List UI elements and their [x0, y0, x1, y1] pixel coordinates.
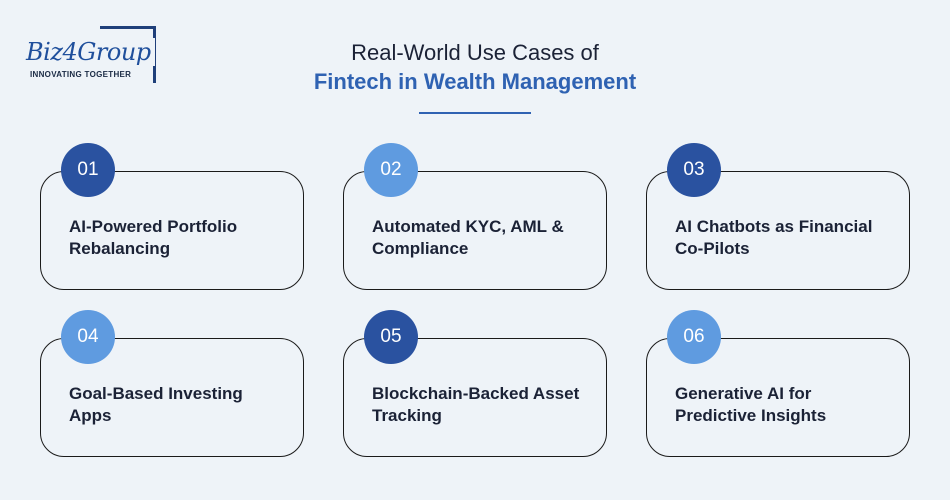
number-badge-5: 05 — [364, 310, 418, 364]
page-title-line2: Fintech in Wealth Management — [313, 69, 637, 94]
title-underline — [419, 112, 531, 114]
use-case-text: Blockchain-Backed Asset Tracking — [372, 384, 580, 425]
use-case-card-1: AI-Powered Portfolio Rebalancing — [40, 171, 304, 290]
number-badge-2: 02 — [364, 143, 418, 197]
use-case-text: Goal-Based Investing Apps — [69, 384, 243, 425]
use-case-text: AI-Powered Portfolio Rebalancing — [69, 217, 238, 258]
biz4group-logo: Biz4Group INNOVATING TOGETHER — [22, 26, 162, 86]
logo-name: Biz4Group — [26, 38, 155, 66]
use-case-text: Automated KYC, AML & Compliance — [372, 217, 564, 258]
number-badge-4: 04 — [61, 310, 115, 364]
number-badge-3: 03 — [667, 143, 721, 197]
use-case-card-2: Automated KYC, AML & Compliance — [343, 171, 607, 290]
number-badge-1: 01 — [61, 143, 115, 197]
logo-tagline: INNOVATING TOGETHER — [30, 70, 132, 79]
use-case-text: AI Chatbots as Financial Co-Pilots — [675, 217, 873, 258]
page-title-line1: Real-World Use Cases of — [351, 40, 599, 65]
use-case-text: Generative AI for Predictive Insights — [675, 384, 827, 425]
number-badge-6: 06 — [667, 310, 721, 364]
